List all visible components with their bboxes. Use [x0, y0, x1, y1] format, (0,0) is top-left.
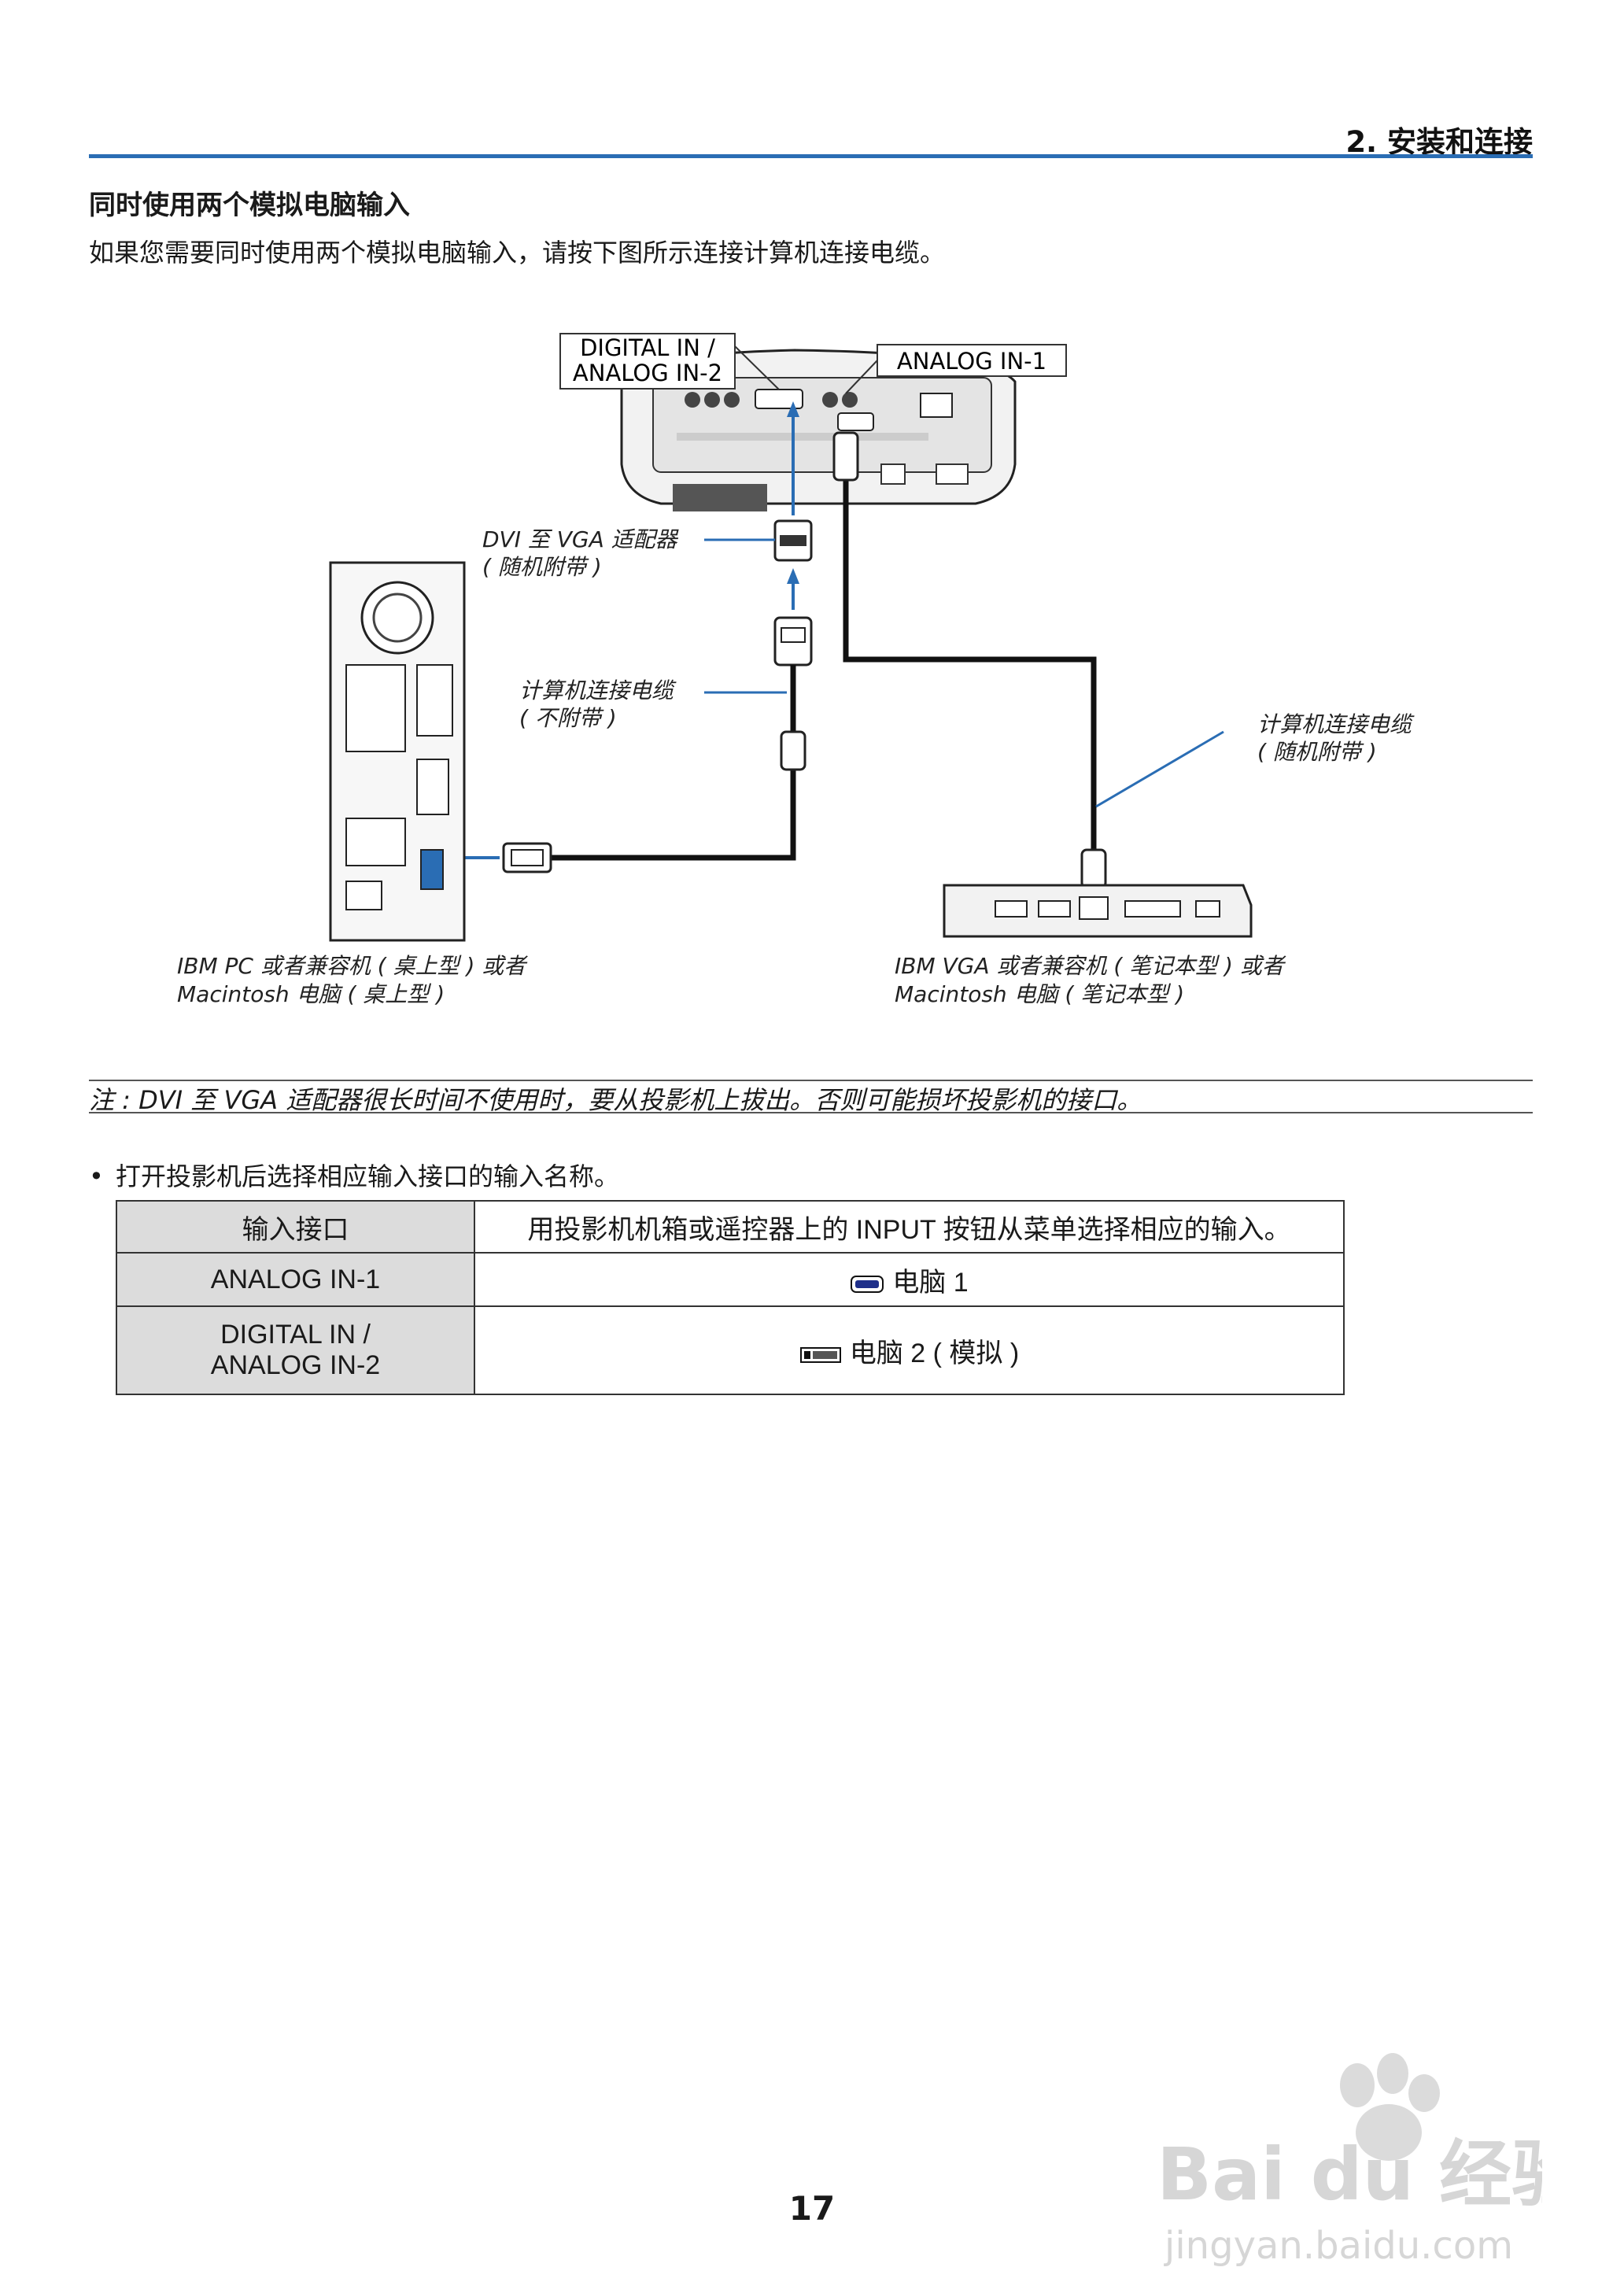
watermark-url: jingyan.baidu.com	[1164, 2224, 1513, 2268]
cable-left-label-line2: ( 不附带 )	[519, 705, 617, 731]
vga-plug-desktop	[502, 842, 552, 873]
bullet-item: • 打开投影机后选择相应输入接口的输入名称。	[89, 1157, 619, 1193]
desktop-tower-illustration	[329, 561, 466, 942]
table-row: DIGITAL IN / ANALOG IN-2 电脑 2 ( 模拟 )	[116, 1305, 1345, 1395]
ferrite-core-left	[780, 730, 806, 771]
table-cell-port: DIGITAL IN / ANALOG IN-2	[116, 1305, 475, 1395]
laptop-caption-line2: Macintosh 电脑 ( 笔记本型 )	[895, 981, 1184, 1007]
table-cell-port-line2: ANALOG IN-2	[210, 1350, 381, 1380]
table-header-right: 用投影机机箱或遥控器上的 INPUT 按钮从菜单选择相应的输入。	[474, 1200, 1345, 1254]
bullet-text: 打开投影机后选择相应输入接口的输入名称。	[116, 1161, 620, 1191]
dvi-vga-adapter	[773, 519, 813, 562]
laptop-caption-line1: IBM VGA 或者兼容机 ( 笔记本型 ) 或者	[895, 953, 1286, 979]
table-cell-input: 电脑 1	[474, 1252, 1345, 1307]
table-cell-input-label: 电脑 2 ( 模拟 )	[849, 1338, 1020, 1368]
table-row: ANALOG IN-1 电脑 1	[116, 1252, 1345, 1307]
cable-from-desktop	[551, 665, 796, 861]
digital-in-label-box: DIGITAL IN / ANALOG IN-2	[559, 333, 780, 390]
input-table: 输入接口 用投影机机箱或遥控器上的 INPUT 按钮从菜单选择相应的输入。 AN…	[116, 1200, 1345, 1395]
desktop-caption-line1: IBM PC 或者兼容机 ( 桌上型 ) 或者	[177, 953, 528, 979]
note-text: 注 : DVI 至 VGA 适配器很长时间不使用时，要从投影机上拔出。否则可能损…	[89, 1085, 1142, 1115]
table-header-row: 输入接口 用投影机机箱或遥控器上的 INPUT 按钮从菜单选择相应的输入。	[116, 1200, 1345, 1254]
page-title: 同时使用两个模拟电脑输入	[89, 190, 410, 221]
ferrite-core-laptop	[1080, 848, 1107, 889]
baidu-watermark: Bai du 经验 jingyan.baidu.com	[1157, 2053, 1542, 2268]
laptop-illustration	[943, 884, 1253, 938]
table-cell-input: 电脑 2 ( 模拟 )	[474, 1305, 1345, 1395]
table-header-left: 输入接口	[116, 1200, 475, 1254]
intro-paragraph: 如果您需要同时使用两个模拟电脑输入，请按下图所示连接计算机连接电缆。	[89, 238, 946, 268]
adapter-label-line2: ( 随机附带 )	[482, 554, 602, 580]
cable-right-label-line1: 计算机连接电缆	[1257, 711, 1415, 737]
analog-in-label: ANALOG IN-1	[897, 348, 1046, 375]
connection-diagram: DIGITAL IN / ANALOG IN-2 ANALOG IN-1	[177, 333, 1415, 1007]
adapter-label-line1: DVI 至 VGA 适配器	[482, 526, 680, 552]
vga-port-icon	[851, 1275, 884, 1293]
digital-in-label-line2: ANALOG IN-2	[573, 360, 722, 386]
cable-right-label-line2: ( 随机附带 )	[1257, 739, 1377, 765]
table-cell-port-line1: DIGITAL IN /	[220, 1320, 371, 1350]
note-rule-top	[89, 1080, 1533, 1081]
cable-to-laptop	[843, 433, 1097, 850]
analog-in-label-box: ANALOG IN-1	[845, 344, 1067, 394]
dvi-port-icon	[799, 1346, 841, 1363]
digital-in-label-line1: DIGITAL IN /	[580, 334, 715, 361]
section-header: 2. 安装和连接	[1345, 125, 1533, 159]
table-cell-port: ANALOG IN-1	[116, 1252, 475, 1307]
page-number: 17	[788, 2189, 836, 2228]
cable-left-label-line1: 计算机连接电缆	[519, 678, 677, 703]
vga-plug-upper	[773, 616, 813, 666]
table-cell-input-label: 电脑 1	[892, 1267, 969, 1298]
bullet-marker: •	[89, 1161, 104, 1191]
header-rule	[89, 154, 1533, 158]
watermark-brand: Bai du 经验	[1157, 2132, 1542, 2217]
ferrite-core-top	[832, 431, 859, 482]
desktop-caption-line2: Macintosh 电脑 ( 桌上型 )	[177, 981, 445, 1007]
note-rule-bottom	[89, 1112, 1533, 1113]
